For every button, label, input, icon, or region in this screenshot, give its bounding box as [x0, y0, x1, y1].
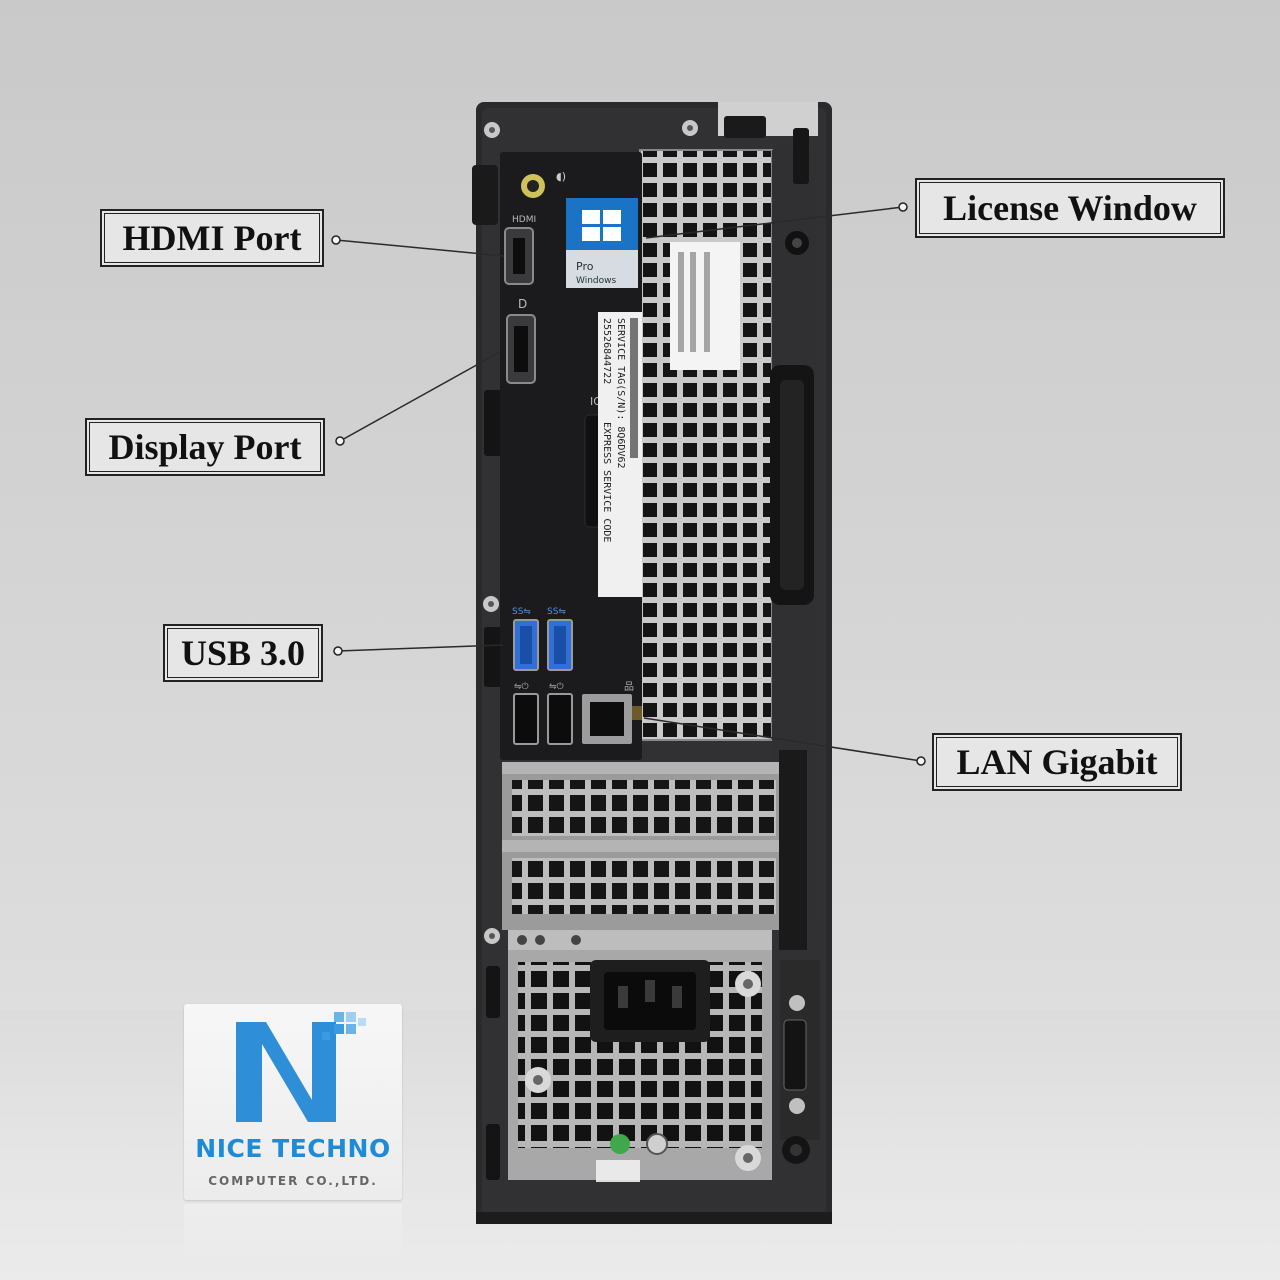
service-tag-sticker: SERVICE TAG(S/N): 8Q6DV62 EXPRESS SERVIC… [598, 312, 642, 597]
io-panel [500, 152, 642, 760]
svg-text:品: 品 [624, 681, 634, 693]
expansion-slot-1 [512, 780, 776, 836]
svg-text:⇋⏻: ⇋⏻ [549, 681, 564, 692]
display-port-label: Display Port [108, 427, 302, 467]
nice-techno-logo-block: NICE TECHNO COMPUTER CO.,LTD. [184, 1004, 402, 1200]
service-code-value: 25526844722 [601, 318, 612, 384]
svg-text:SS⇋: SS⇋ [547, 607, 566, 617]
windows-product-label: Windows [576, 276, 616, 286]
svg-text:⇋⏻: ⇋⏻ [514, 681, 529, 692]
n-letter-logo-icon [236, 1012, 366, 1122]
svg-text:HDMI: HDMI [512, 215, 536, 225]
usb2-port-2 [547, 693, 573, 745]
hdmi-port-callout: HDMI Port [100, 209, 324, 267]
usb2-port-1 [513, 693, 539, 745]
service-code-label: EXPRESS SERVICE CODE [601, 422, 612, 542]
windows-license-sticker: Pro Windows [566, 198, 638, 288]
logo-reflection [184, 1204, 402, 1264]
service-tag-line: SERVICE TAG(S/N): 8Q6DV62 [615, 318, 626, 469]
windows-edition-label: Pro [576, 260, 594, 273]
usb3-label: USB 3.0 [180, 633, 306, 673]
svg-text:SS⇋: SS⇋ [512, 607, 531, 617]
lan-gigabit-label: LAN Gigabit [956, 742, 1158, 782]
lan-gigabit-callout: LAN Gigabit [932, 733, 1182, 791]
usb3-callout: USB 3.0 [163, 624, 323, 682]
ventilation-grid [640, 150, 772, 740]
brand-subtitle: COMPUTER CO.,LTD. [208, 1174, 378, 1188]
license-window-callout: License Window [915, 178, 1225, 238]
psu-test-button [646, 1133, 668, 1155]
display-port-callout: Display Port [85, 418, 325, 476]
expansion-slot-2 [512, 858, 776, 914]
svg-text:◖): ◖) [556, 170, 566, 183]
svg-text:D: D [518, 297, 527, 311]
hdmi-port-label: HDMI Port [122, 218, 302, 258]
psu-led [610, 1134, 630, 1154]
brand-name: NICE TECHNO [195, 1134, 391, 1163]
license-window-label: License Window [943, 188, 1197, 228]
